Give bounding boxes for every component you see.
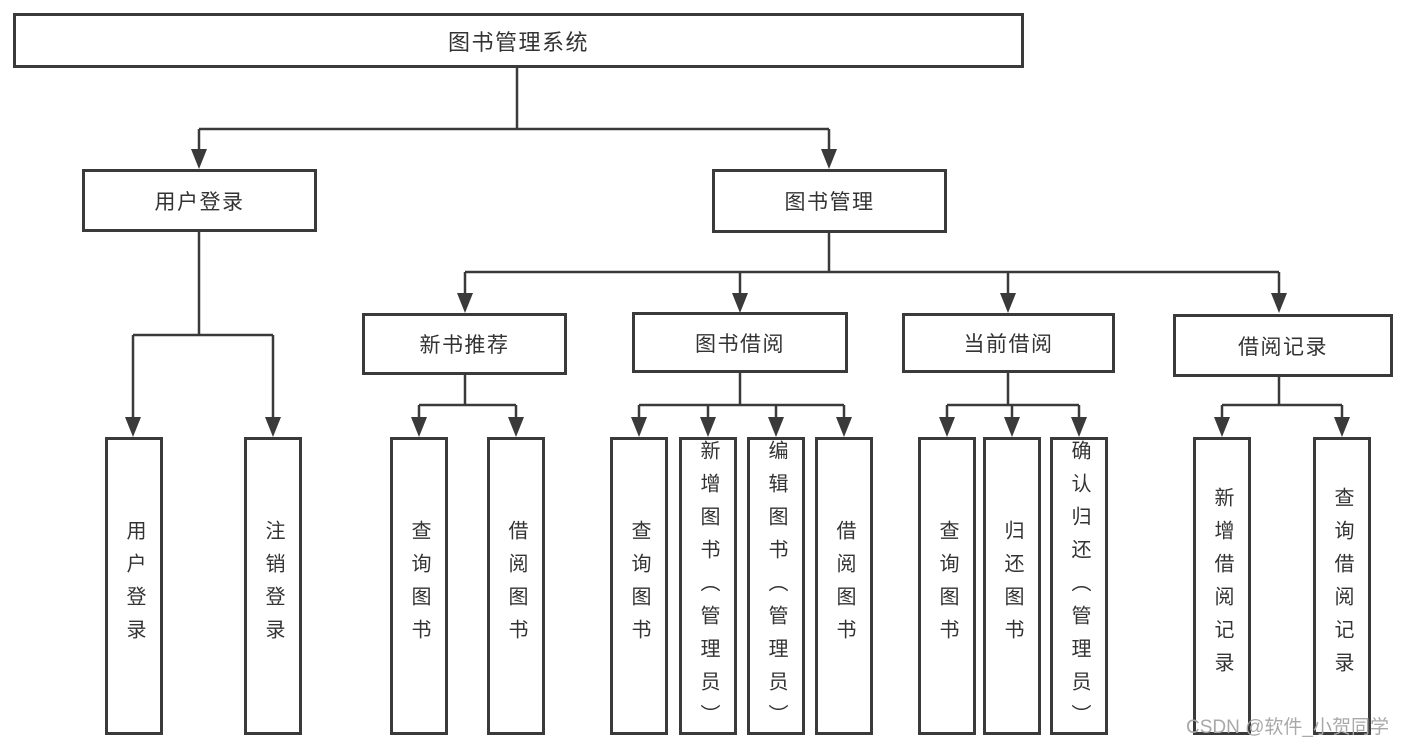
node-label: 用户登录: [154, 190, 245, 214]
leaf-query-books-current: 查询图书: [918, 437, 976, 735]
leaf-edit-book-admin: 编辑图书（管理员）: [747, 437, 805, 737]
node-current-borrowing: 当前借阅: [902, 313, 1115, 373]
node-user-login-group: 用户登录: [82, 169, 317, 232]
node-label: 确认归还（管理员）: [1068, 440, 1090, 737]
node-label: 注销登录: [262, 520, 284, 652]
node-label: 当前借阅: [963, 333, 1054, 356]
leaf-borrow-books-recommend: 借阅图书: [487, 437, 545, 735]
node-book-management-group: 图书管理: [712, 169, 947, 233]
node-library-management-system: 图书管理系统: [13, 13, 1024, 68]
node-label: 查询图书: [936, 520, 958, 652]
node-label: 借阅记录: [1238, 335, 1328, 359]
leaf-query-books-borrowing: 查询图书: [610, 437, 668, 735]
leaf-query-borrow-record: 查询借阅记录: [1313, 437, 1371, 735]
node-label: 用户登录: [123, 520, 145, 652]
leaf-borrow-books-borrowing: 借阅图书: [815, 437, 873, 735]
node-label: 编辑图书（管理员）: [765, 440, 787, 737]
node-label: 新书推荐: [419, 334, 510, 357]
node-label: 新增图书（管理员）: [697, 440, 719, 737]
node-book-borrowing: 图书借阅: [632, 312, 848, 373]
node-label: 图书借阅: [695, 332, 785, 356]
node-label: 查询图书: [408, 520, 430, 652]
leaf-user-login: 用户登录: [105, 437, 163, 735]
leaf-logout: 注销登录: [244, 437, 302, 735]
node-label: 新增借阅记录: [1211, 487, 1233, 685]
leaf-add-borrow-record: 新增借阅记录: [1193, 437, 1251, 735]
leaf-return-book: 归还图书: [983, 437, 1041, 735]
node-borrowing-records: 借阅记录: [1173, 314, 1393, 377]
node-label: 借阅图书: [505, 520, 527, 652]
csdn-watermark: CSDN @软件_小贺同学: [1186, 717, 1389, 738]
node-label: 查询图书: [628, 520, 650, 652]
leaf-add-book-admin: 新增图书（管理员）: [679, 437, 737, 737]
leaf-confirm-return-admin: 确认归还（管理员）: [1050, 437, 1108, 737]
node-new-book-recommendation: 新书推荐: [362, 313, 567, 375]
node-label: 查询借阅记录: [1331, 487, 1353, 685]
node-label: 图书管理: [784, 191, 875, 214]
leaf-query-books-recommend: 查询图书: [390, 437, 448, 735]
node-label: 归还图书: [1001, 520, 1023, 652]
node-label: 图书管理系统: [447, 29, 589, 55]
node-label: 借阅图书: [833, 520, 855, 652]
